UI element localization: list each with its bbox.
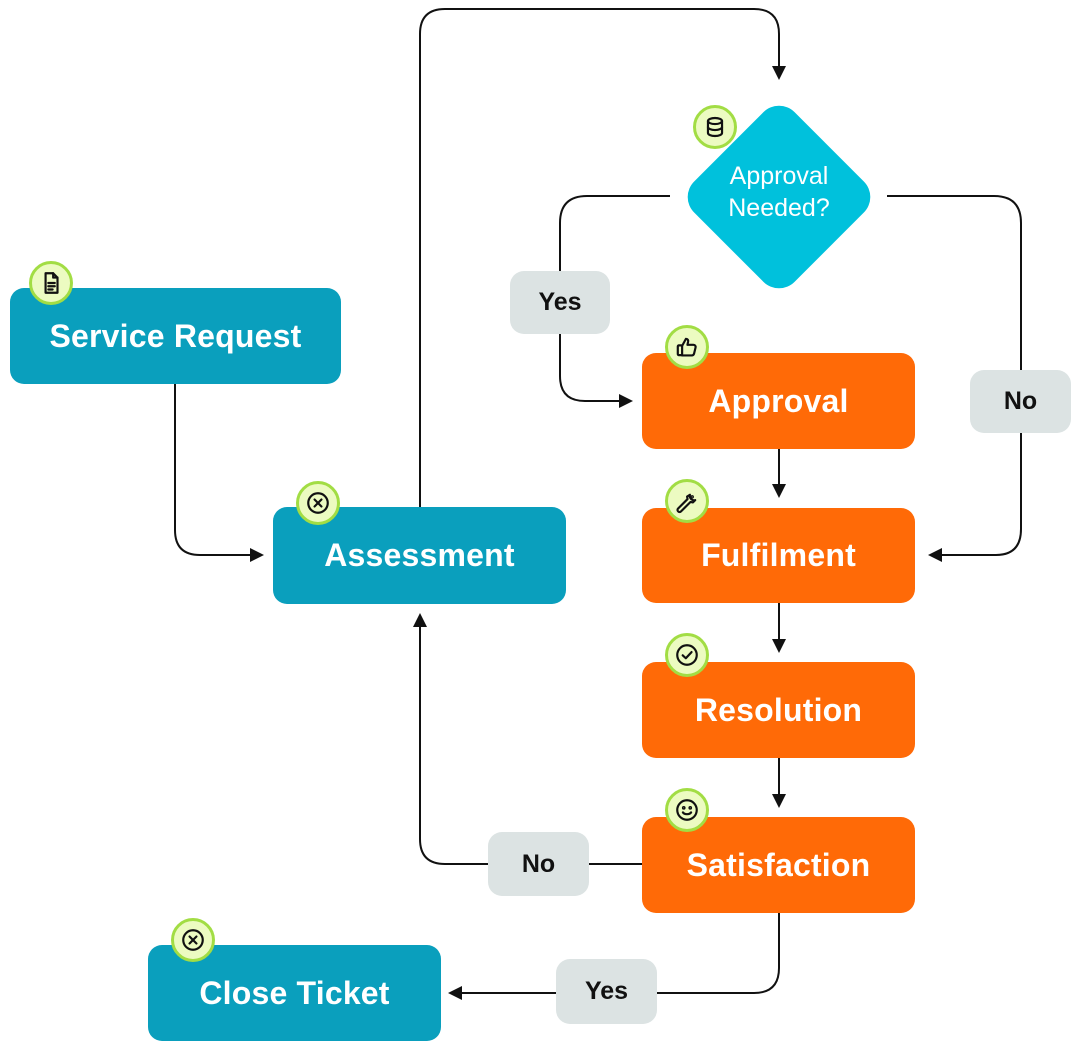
decision-label-line2: Needed? xyxy=(728,194,830,222)
document-icon xyxy=(29,261,73,305)
check-circle-icon xyxy=(665,633,709,677)
edge-label-satisfaction-no: No xyxy=(488,832,589,896)
decision-approval-needed-label: Approval Needed? xyxy=(686,160,872,224)
arrowhead-resolution-top xyxy=(772,639,786,653)
edge-satisfaction-yes-to-close xyxy=(462,913,780,994)
node-satisfaction-label: Satisfaction xyxy=(686,846,871,883)
arrowhead-approval-left xyxy=(619,394,633,408)
node-service-request-label: Service Request xyxy=(49,317,302,354)
node-close-ticket-label: Close Ticket xyxy=(199,974,390,1011)
arrowhead-close-ticket-right xyxy=(448,986,462,1000)
database-icon xyxy=(693,105,737,149)
arrowhead-approval-needed-top xyxy=(772,66,786,80)
arrowhead-satisfaction-top xyxy=(772,794,786,808)
node-resolution[interactable]: Resolution xyxy=(642,662,915,758)
node-approval-label: Approval xyxy=(708,382,849,419)
x-circle-icon xyxy=(171,918,215,962)
x-circle-icon xyxy=(296,481,340,525)
node-satisfaction[interactable]: Satisfaction xyxy=(642,817,915,913)
node-fulfilment[interactable]: Fulfilment xyxy=(642,508,915,603)
edge-service-request-to-assessment xyxy=(174,384,252,556)
edge-label-approval-yes: Yes xyxy=(510,271,610,334)
smile-icon xyxy=(665,788,709,832)
arrowhead-assessment-left xyxy=(250,548,264,562)
edge-label-approval-no: No xyxy=(970,370,1071,433)
node-assessment-label: Assessment xyxy=(324,537,515,573)
node-service-request[interactable]: Service Request xyxy=(10,288,341,384)
wrench-icon xyxy=(665,479,709,523)
arrowhead-fulfilment-top xyxy=(772,484,786,498)
edge-assessment-to-approval-needed xyxy=(419,8,780,507)
node-approval[interactable]: Approval xyxy=(642,353,915,449)
thumbs-up-icon xyxy=(665,325,709,369)
decision-label-line1: Approval xyxy=(729,162,829,190)
arrowhead-fulfilment-right xyxy=(928,548,942,562)
node-resolution-label: Resolution xyxy=(694,691,863,728)
edge-satisfaction-no-to-assessment xyxy=(419,627,642,865)
edge-label-satisfaction-yes: Yes xyxy=(556,959,657,1024)
node-fulfilment-label: Fulfilment xyxy=(701,537,856,573)
arrowhead-assessment-bottom xyxy=(413,613,427,627)
